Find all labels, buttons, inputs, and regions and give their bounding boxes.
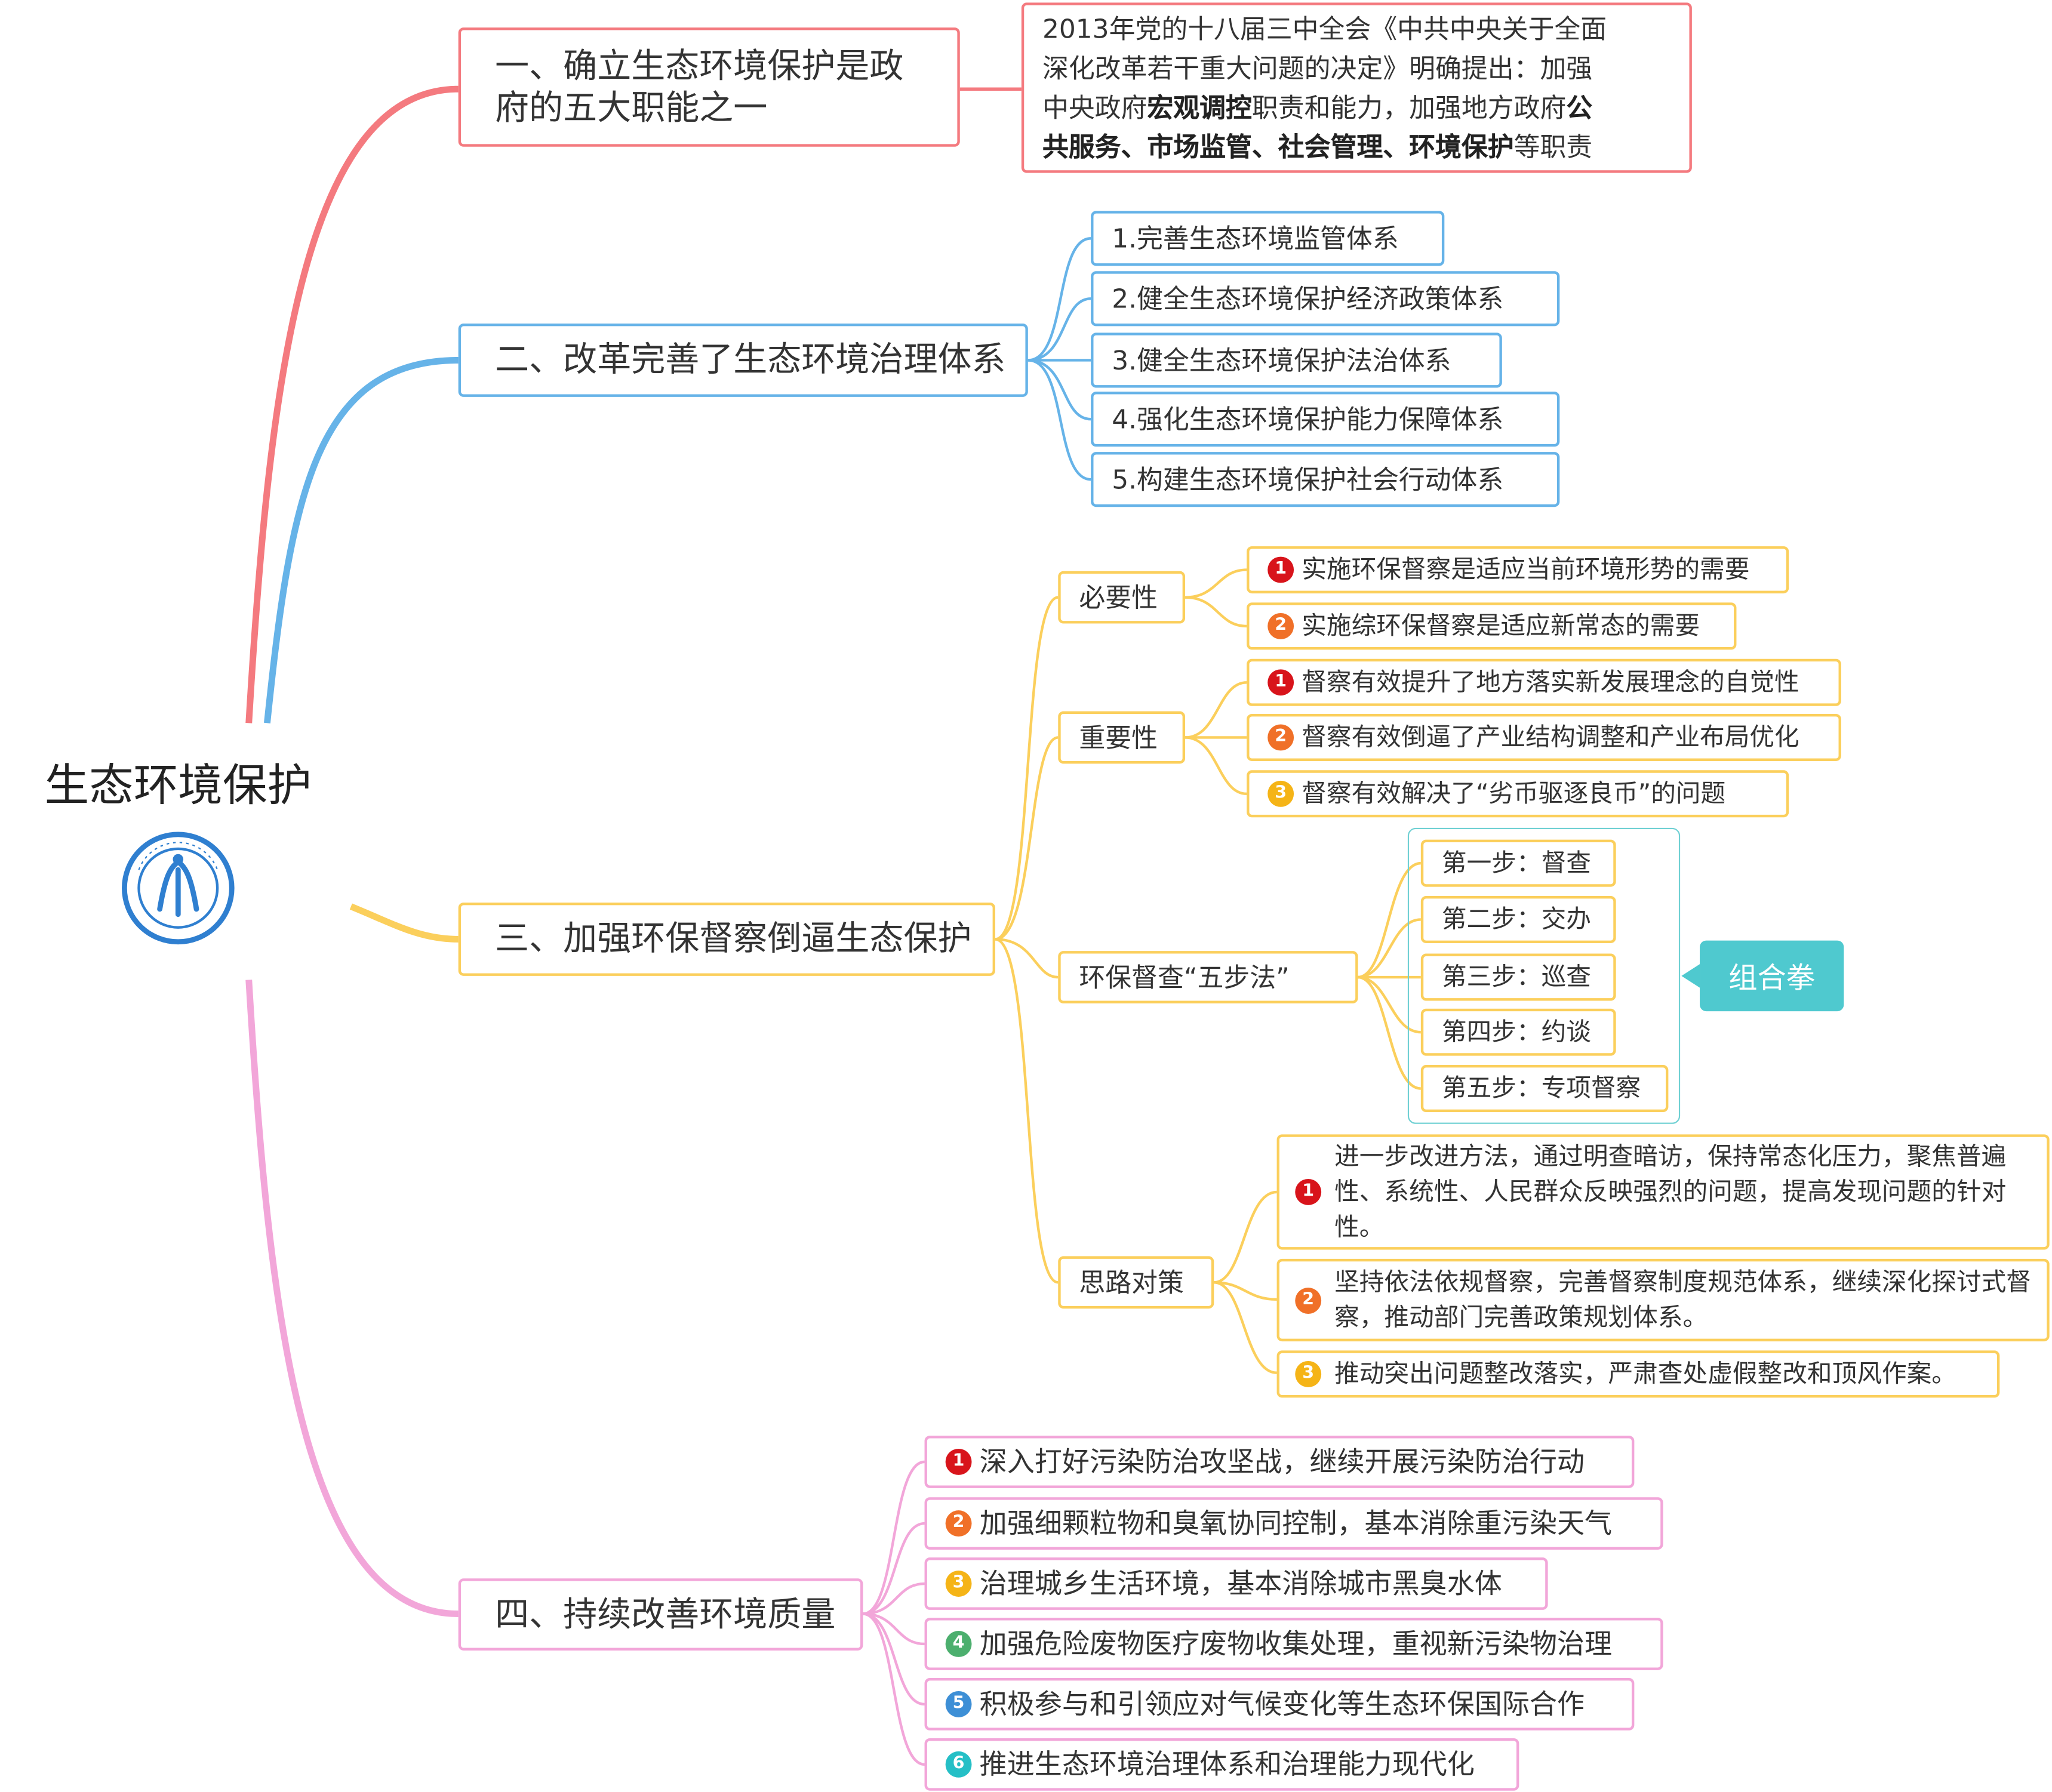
detail-line-4: 共服务、市场监管、社会管理、环境保护等职责 bbox=[1042, 131, 1593, 163]
number-1-badge-icon: 1 bbox=[945, 1449, 972, 1475]
branch-4-title[interactable]: 四、持续改善环境质量 bbox=[458, 1578, 863, 1651]
number-2-badge-icon: 2 bbox=[1267, 612, 1294, 639]
combination-callout[interactable]: 组合拳 bbox=[1681, 940, 1844, 1012]
root-title[interactable]: 生态环境保护 bbox=[44, 759, 312, 812]
strategy-label[interactable]: 思路对策 bbox=[1058, 1256, 1214, 1309]
branch-2-item-3[interactable]: 3.健全生态环境保护法治体系 bbox=[1091, 332, 1502, 388]
branch-1-detail[interactable]: 2013年党的十八届三中全会《中共中央关于全面 深化改革若干重大问题的决定》明确… bbox=[1021, 2, 1692, 173]
number-1-badge-icon: 1 bbox=[1267, 556, 1294, 583]
detail-line-2: 深化改革若干重大问题的决定》明确提出：加强 bbox=[1042, 52, 1593, 84]
number-1-badge-icon: 1 bbox=[1295, 1178, 1322, 1205]
trunk-red bbox=[245, 85, 459, 723]
number-3-badge-icon: 3 bbox=[1267, 780, 1294, 807]
branch-2-title[interactable]: 二、改革完善了生态环境治理体系 bbox=[458, 324, 1028, 397]
five-step-group-box bbox=[1407, 827, 1681, 1124]
step-5[interactable]: 第五步：专项督察 bbox=[1420, 1065, 1669, 1113]
branch-1-title[interactable]: 一、确立生态环境保护是政 府的五大职能之一 bbox=[458, 27, 960, 147]
number-2-badge-icon: 2 bbox=[1295, 1286, 1322, 1313]
step-3[interactable]: 第三步：巡查 bbox=[1420, 953, 1616, 1001]
branch-1-title-line-2: 府的五大职能之一 bbox=[495, 88, 768, 128]
number-5-badge-icon: 5 bbox=[945, 1691, 972, 1717]
importance-label[interactable]: 重要性 bbox=[1058, 711, 1186, 764]
trunk-blue bbox=[263, 356, 459, 723]
branch-2-item-4[interactable]: 4.强化生态环境保护能力保障体系 bbox=[1091, 392, 1560, 447]
branch-2-item-5[interactable]: 5.构建生态环境保护社会行动体系 bbox=[1091, 452, 1560, 507]
detail-line-1: 2013年党的十八届三中全会《中共中央关于全面 bbox=[1042, 13, 1607, 45]
five-step-label[interactable]: 环保督查“五步法” bbox=[1058, 951, 1358, 1003]
step-4[interactable]: 第四步：约谈 bbox=[1420, 1008, 1616, 1056]
step-1[interactable]: 第一步：督查 bbox=[1420, 839, 1616, 887]
bei-chen-lin-xuan-seal-icon bbox=[121, 830, 236, 946]
branch-2-item-2[interactable]: 2.健全生态环境保护经济政策体系 bbox=[1091, 271, 1560, 327]
branch-2-item-1[interactable]: 1.完善生态环境监管体系 bbox=[1091, 211, 1445, 266]
number-3-badge-icon: 3 bbox=[945, 1571, 972, 1597]
trunk-pink bbox=[245, 980, 459, 1617]
number-2-badge-icon: 2 bbox=[1267, 724, 1294, 751]
step-2[interactable]: 第二步：交办 bbox=[1420, 895, 1616, 943]
number-3-badge-icon: 3 bbox=[1295, 1360, 1322, 1387]
number-4-badge-icon: 4 bbox=[945, 1631, 972, 1657]
detail-line-3: 中央政府宏观调控职责和能力，加强地方政府公 bbox=[1042, 91, 1593, 124]
branch-3-title[interactable]: 三、加强环保督察倒逼生态保护 bbox=[458, 902, 995, 976]
number-2-badge-icon: 2 bbox=[945, 1510, 972, 1537]
number-6-badge-icon: 6 bbox=[945, 1751, 972, 1778]
trunk-yellow bbox=[349, 903, 459, 943]
necessity-label[interactable]: 必要性 bbox=[1058, 571, 1186, 624]
branch-1-title-line-1: 一、确立生态环境保护是政 bbox=[495, 46, 904, 86]
number-1-badge-icon: 1 bbox=[1267, 669, 1294, 696]
